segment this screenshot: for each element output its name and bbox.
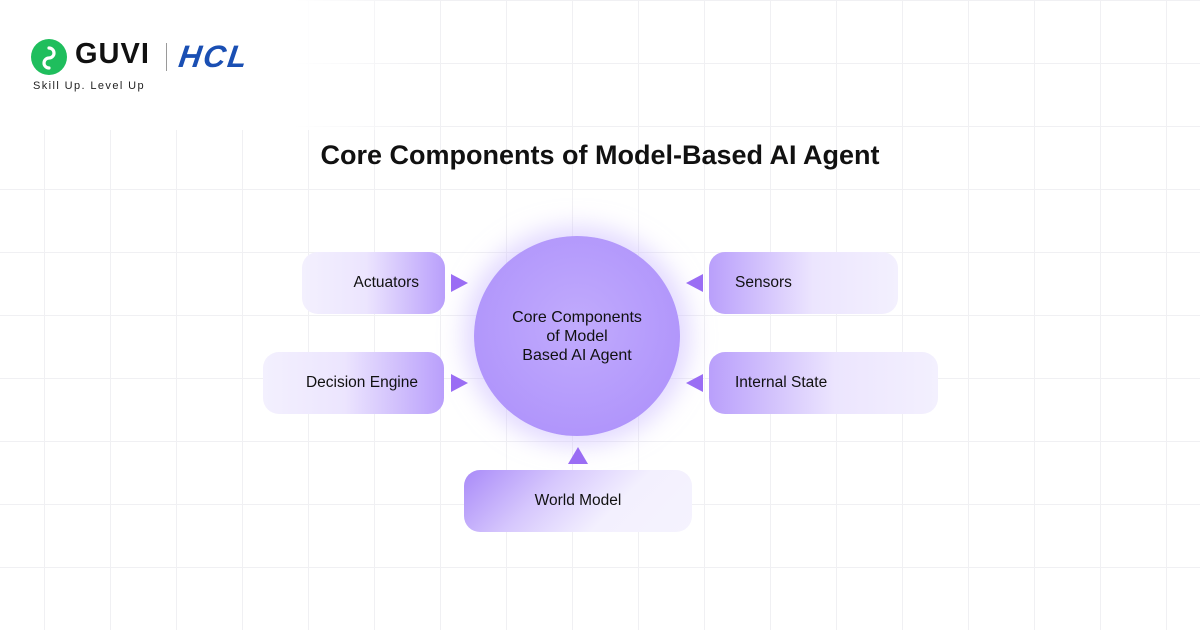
tagline: Skill Up. Level Up [33,80,146,92]
logo-divider [166,43,167,71]
center-label: Core Components of Model Based AI Agent [512,308,642,364]
decision-engine-arrow-icon [451,374,468,392]
actuators-label: Actuators [353,274,419,291]
actuators-box: Actuators [302,252,445,314]
page-title: Core Components of Model-Based AI Agent [320,140,880,170]
sensors-arrow-icon [686,274,703,292]
center-node: Core Components of Model Based AI Agent [474,236,680,436]
internal-state-label: Internal State [735,374,828,391]
decision-engine-label: Decision Engine [305,374,418,391]
guvi-logo-icon [31,39,67,75]
actuators-arrow-icon [451,274,468,292]
internal-state-box: Internal State [709,352,938,414]
sensors-label: Sensors [735,274,792,291]
world-model-box: World Model [464,470,692,532]
sensors-box: Sensors [709,252,898,314]
world-model-label: World Model [534,492,622,509]
internal-state-arrow-icon [686,374,703,392]
guvi-wordmark: GUVI [75,38,150,70]
hcl-wordmark: HCL [176,39,252,74]
decision-engine-box: Decision Engine [263,352,444,414]
grid-fade [0,0,420,130]
world-model-arrow-icon [568,447,588,464]
logo: GUVI HCL Skill Up. Level Up [31,36,331,96]
